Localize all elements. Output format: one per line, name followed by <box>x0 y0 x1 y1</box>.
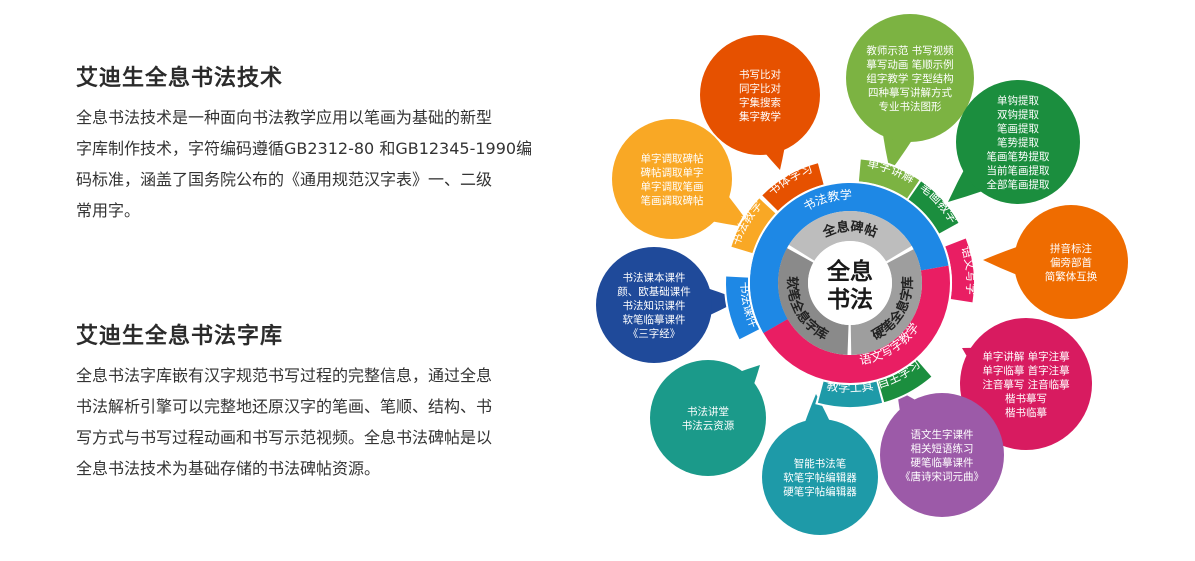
spoke-tab <box>726 276 760 340</box>
bubble-text-line: 双钩提取 <box>997 109 1039 121</box>
bubble-text-line: 硬笔字帖编辑器 <box>783 485 857 498</box>
bubble-text-line: 单钩提取 <box>997 95 1039 107</box>
bubble-circle <box>612 119 732 239</box>
body-line: 字库制作技术，字符编码遵循GB2312-80 和GB12345-1990编 <box>76 139 533 158</box>
body-line: 全息书法字库嵌有汉字规范书写过程的完整信息，通过全息 <box>76 366 493 385</box>
bubble-text-line: 笔势提取 <box>997 136 1039 149</box>
bubble-text-line: 笔画笔势提取 <box>987 150 1050 163</box>
bubble-text-line: 字集搜索 <box>739 96 781 109</box>
bubble-text-line: 书写比对 <box>739 68 781 81</box>
inner-segment <box>787 211 913 262</box>
bubble-text-line: 偏旁部首 <box>1050 256 1092 269</box>
section-font-library: 艾迪生全息书法字库 全息书法字库嵌有汉字规范书写过程的完整信息，通过全息 书法解… <box>76 318 576 484</box>
bubble-text-line: 书法知识课件 <box>623 299 686 312</box>
bubble-circle <box>960 318 1092 450</box>
bubble-text-line: 单字调取笔画 <box>641 180 704 193</box>
bubble-text-line: 笔画调取碑帖 <box>641 194 704 207</box>
body-line: 全息书法技术是一种面向书法教学应用以笔画为基础的新型 <box>76 108 493 127</box>
bubble-circle <box>596 247 712 363</box>
spoke-tab <box>817 381 883 407</box>
bubble-text-line: 同字比对 <box>739 82 781 95</box>
ring-segment <box>763 265 950 384</box>
bubble-text-line: 当前笔画提取 <box>987 164 1050 177</box>
bubble-text-line: 相关短语练习 <box>911 442 974 455</box>
section-title: 艾迪生全息书法字库 <box>76 324 284 349</box>
bubble-text-line: 软笔字帖编辑器 <box>783 471 857 484</box>
hub-circle <box>808 241 892 325</box>
inner-segment <box>850 247 922 355</box>
bubble-text-line: 组字教学 字型结构 <box>866 72 953 85</box>
bubble-text-line: 《唐诗宋词元曲》 <box>900 470 984 483</box>
bubble-text-line: 注音摹写 注音临摹 <box>982 378 1070 391</box>
bubble-text-line: 集字教学 <box>739 110 781 123</box>
bubble-text-line: 专业书法图形 <box>879 100 942 113</box>
bubble-text-line: 单字临摹 首字注摹 <box>982 364 1070 377</box>
bubble-text-line: 《三字经》 <box>628 327 681 340</box>
bubble-text-line: 硬笔临摹课件 <box>911 456 974 469</box>
section-body: 全息书法技术是一种面向书法教学应用以笔画为基础的新型 字库制作技术，字符编码遵循… <box>76 102 576 226</box>
inner-segment <box>778 247 850 355</box>
section-technology: 艾迪生全息书法技术 全息书法技术是一种面向书法教学应用以笔画为基础的新型 字库制… <box>76 60 576 226</box>
bubble-text-line: 智能书法笔 <box>794 457 847 470</box>
body-line: 书法解析引擎可以完整地还原汉字的笔画、笔顺、结构、书 <box>76 397 493 416</box>
bubble-text-line: 笔画提取 <box>997 122 1039 135</box>
bubble-circle <box>762 419 878 535</box>
bubble-text-line: 颜、欧基础课件 <box>617 285 691 298</box>
bubble-text-line: 拼音标注 <box>1050 242 1092 255</box>
section-body: 全息书法字库嵌有汉字规范书写过程的完整信息，通过全息 书法解析引擎可以完整地还原… <box>76 360 576 484</box>
spoke-tab <box>945 238 974 303</box>
bubble-text-line: 摹写动画 笔顺示例 <box>866 58 953 71</box>
bubble-circle <box>650 360 766 476</box>
bubble-circle <box>956 80 1080 204</box>
bubble-text-line: 楷书临摹 <box>1005 406 1047 419</box>
bubble-text-line: 书法讲堂 <box>687 405 729 418</box>
spoke-tab <box>731 198 776 254</box>
inner-divider <box>787 244 815 263</box>
body-line: 全息书法技术为基础存储的书法碑帖资源。 <box>76 459 381 478</box>
bubble-text-line: 单字讲解 单字注摹 <box>982 350 1070 363</box>
spoke-tab <box>858 159 922 200</box>
bubble-circle <box>1014 205 1128 319</box>
ring-segment <box>750 183 949 333</box>
bubble-text-line: 碑帖调取单字 <box>641 166 704 179</box>
ring-segment <box>750 233 788 333</box>
body-line: 常用字。 <box>76 201 141 220</box>
bubble-circle <box>846 14 974 142</box>
body-line: 写方式与书写过程动画和书写示范视频。全息书法碑帖是以 <box>76 428 493 447</box>
bubble-circle <box>700 35 820 155</box>
body-line: 码标准，涵盖了国务院公布的《通用规范汉字表》一、二级 <box>76 170 493 189</box>
spoke-tab <box>762 163 824 211</box>
bubble-text-line: 楷书摹写 <box>1005 392 1047 405</box>
bubble-text-line: 教师示范 书写视频 <box>866 44 954 57</box>
bubble-text-line: 单字调取碑帖 <box>641 152 704 165</box>
spoke-tab <box>876 359 932 403</box>
section-title: 艾迪生全息书法技术 <box>76 66 284 91</box>
bubble-circle <box>880 393 1004 517</box>
spoke-tab <box>908 181 959 234</box>
bubble-text-line: 书法云资源 <box>682 419 735 432</box>
bubble-text-line: 软笔临摹课件 <box>623 313 686 326</box>
bubble-text-line: 语文生字课件 <box>911 428 974 441</box>
inner-divider <box>847 324 852 356</box>
inner-divider <box>886 245 914 264</box>
bubble-text-line: 四种摹写讲解方式 <box>868 86 952 99</box>
hub-label: 全息 <box>826 258 873 285</box>
hub-label: 书法 <box>827 287 873 313</box>
bubble-text-line: 全部笔画提取 <box>987 178 1050 191</box>
bubble-text-line: 简繁体互换 <box>1045 270 1098 283</box>
bubble-text-line: 书法课本课件 <box>623 271 686 284</box>
